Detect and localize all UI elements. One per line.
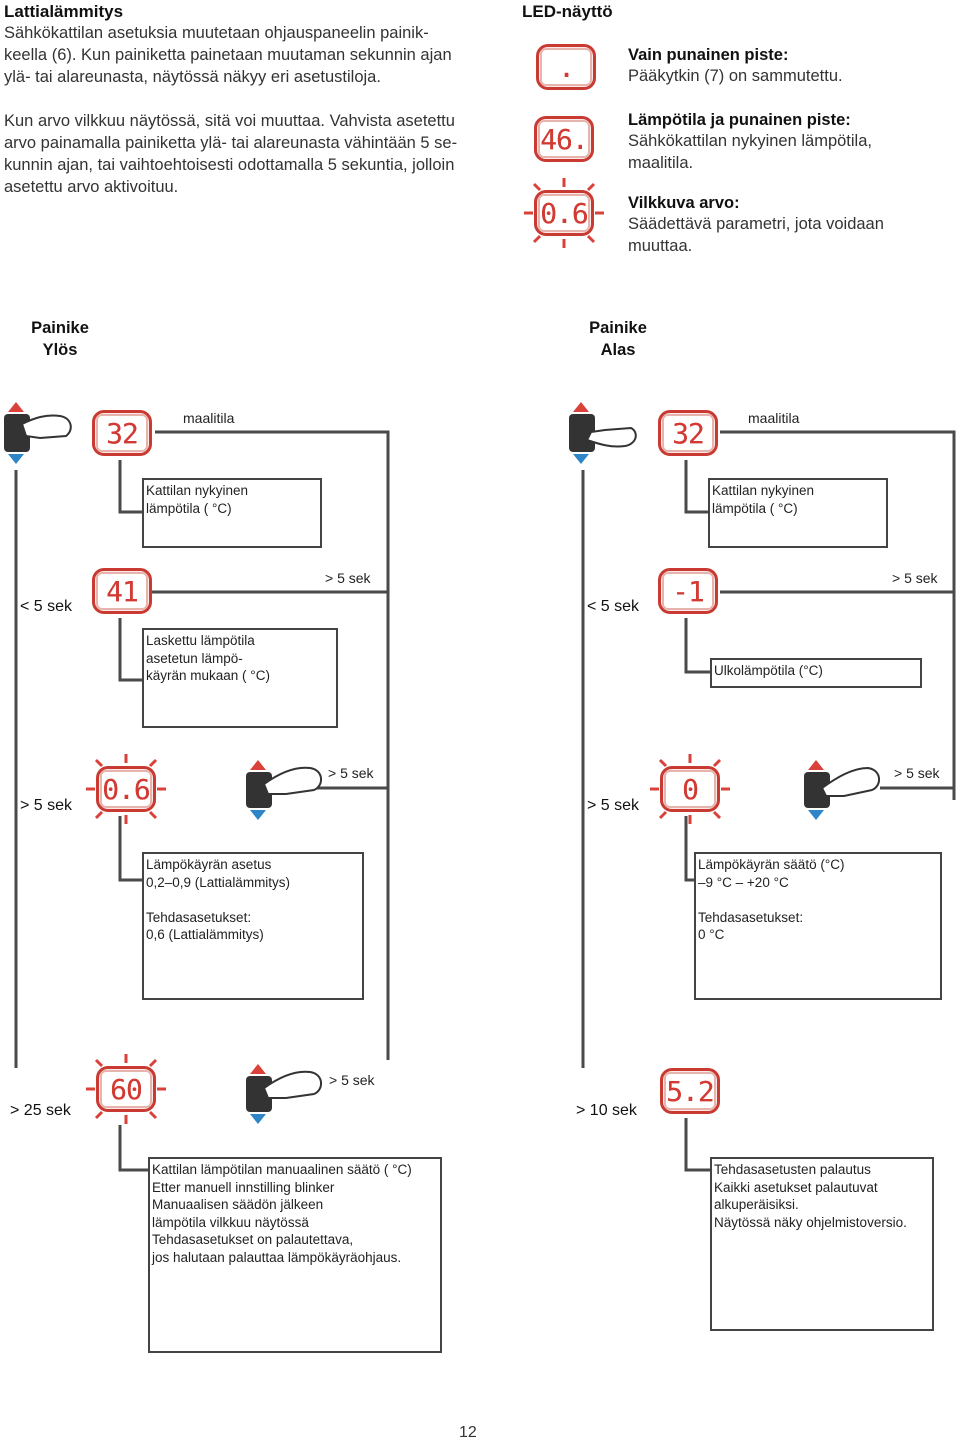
right-display-1: 32 bbox=[658, 410, 718, 456]
left-step-2: > 5 sek bbox=[20, 797, 73, 814]
led-display-dot: . bbox=[536, 44, 596, 90]
button-down-press-icon bbox=[569, 402, 637, 464]
led-display-blinking: 0.6 bbox=[534, 190, 594, 236]
led-title: LED-näyttö bbox=[522, 2, 613, 21]
right-confirm-2: > 5 sek bbox=[894, 765, 940, 781]
right-confirm-1: > 5 sek bbox=[892, 570, 938, 586]
right-box-2: Ulkolämpötila (°C) bbox=[710, 658, 922, 688]
right-header: Painike Alas bbox=[589, 319, 647, 359]
button-press-up-icon bbox=[246, 760, 322, 820]
right-step-2: > 5 sek bbox=[587, 797, 640, 814]
intro-paragraph-2: Kun arvo vilkkuu näytössä, sitä voi muut… bbox=[4, 112, 458, 196]
left-header: Painike Ylös bbox=[31, 319, 89, 359]
left-display-2: 41 bbox=[92, 568, 152, 614]
section-title: Lattialämmitys bbox=[4, 2, 124, 21]
right-display-3: 0 bbox=[660, 766, 720, 812]
led-item-2: Lämpötila ja punainen piste: Sähkökattil… bbox=[628, 111, 872, 172]
right-step-1: < 5 sek bbox=[587, 598, 640, 615]
right-step-3: > 10 sek bbox=[576, 1102, 637, 1119]
left-confirm-1: > 5 sek bbox=[325, 570, 371, 586]
left-display-4: 60 bbox=[96, 1066, 156, 1112]
left-mode-label: maalitila bbox=[183, 410, 235, 426]
intro-paragraph-1: Sähkökattilan asetuksia muutetaan ohjaus… bbox=[4, 24, 452, 86]
page-number: 12 bbox=[459, 1424, 477, 1441]
button-press-up-icon bbox=[246, 1064, 322, 1124]
left-box-4: Kattilan lämpötilan manuaalinen säätö ( … bbox=[148, 1157, 442, 1353]
left-step-1: < 5 sek bbox=[20, 598, 73, 615]
led-item-1: Vain punainen piste: Pääkytkin (7) on sa… bbox=[628, 46, 843, 85]
left-confirm-2: > 5 sek bbox=[328, 765, 374, 781]
left-display-1: 32 bbox=[92, 410, 152, 456]
left-confirm-3: > 5 sek bbox=[329, 1072, 375, 1088]
left-display-3: 0.6 bbox=[96, 766, 156, 812]
right-display-2: -1 bbox=[658, 568, 718, 614]
led-item-3: Vilkkuva arvo: Säädettävä parametri, jot… bbox=[628, 194, 884, 255]
led-display-temperature: 46. bbox=[534, 116, 594, 162]
right-display-4: 5.2 bbox=[660, 1068, 720, 1114]
button-up-press-icon bbox=[4, 402, 72, 464]
right-mode-label: maalitila bbox=[748, 410, 800, 426]
left-step-3: > 25 sek bbox=[10, 1102, 71, 1119]
button-press-down-icon bbox=[804, 760, 880, 820]
